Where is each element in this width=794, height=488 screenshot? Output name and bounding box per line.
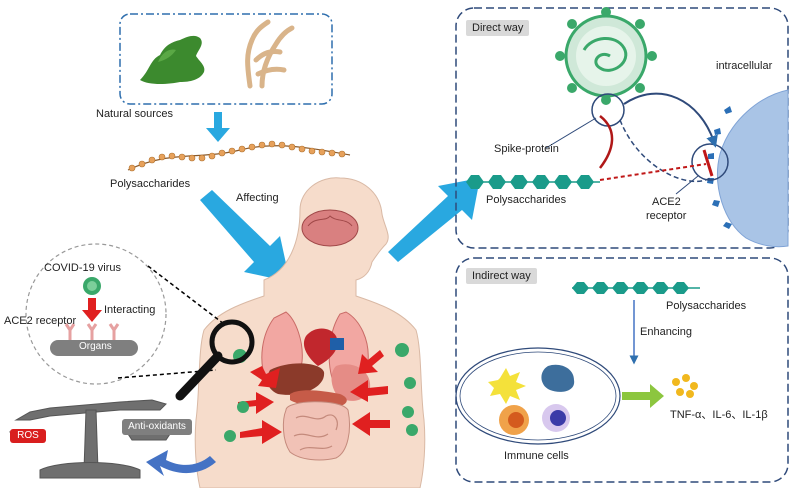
dashed-loop bbox=[619, 119, 711, 183]
inhibition-bar bbox=[702, 149, 714, 177]
intracellular-cell-icon bbox=[717, 89, 789, 248]
direct-way-tag: Direct way bbox=[466, 20, 530, 36]
green-seaweed-icon bbox=[140, 35, 205, 84]
return-arrow-icon bbox=[146, 450, 216, 476]
spike-protein-label: Spike-protein bbox=[494, 143, 559, 155]
indirect-way-tag: Indirect way bbox=[466, 268, 537, 284]
polysaccharides-label-indirect: Polysaccharides bbox=[666, 300, 747, 312]
organs-label: Organs bbox=[79, 341, 112, 352]
ros-label: ROS bbox=[10, 429, 46, 443]
receptor-label: receptor bbox=[646, 210, 687, 222]
enhancing-label: Enhancing bbox=[640, 326, 692, 338]
polysaccharides-label-direct: Polysaccharides bbox=[486, 194, 567, 206]
polysaccharide-chain-teal-indirect bbox=[572, 282, 700, 294]
liver-icon bbox=[267, 363, 325, 395]
brown-seaweed-icon bbox=[245, 19, 295, 89]
natural-sources-box bbox=[119, 13, 333, 105]
covid-virus-label: COVID-19 virus bbox=[44, 262, 122, 274]
down-arrow-icon bbox=[206, 112, 230, 142]
immune-cells-label: Immune cells bbox=[504, 450, 569, 462]
magnifier-icon bbox=[175, 319, 255, 401]
polysaccharide-chain-orange bbox=[127, 140, 351, 172]
zoom-line-bottom bbox=[117, 369, 217, 379]
spike-leader bbox=[545, 117, 597, 149]
immune-cells-ellipse bbox=[455, 347, 621, 445]
zoom-line-top bbox=[147, 265, 225, 325]
ace2-leader bbox=[675, 175, 699, 195]
inset-virus-icon bbox=[83, 277, 101, 295]
human-body-figure bbox=[194, 177, 426, 488]
organs-pill bbox=[50, 340, 138, 356]
polysaccharide-chain-teal-direct bbox=[466, 175, 600, 189]
affecting-label: Affecting bbox=[236, 192, 279, 204]
affecting-arrow-icon bbox=[200, 190, 290, 282]
immune-cells-ellipse-inner bbox=[459, 351, 617, 441]
receptor-icons bbox=[64, 323, 120, 340]
immune-cell-icons bbox=[488, 364, 575, 435]
antioxidants-label: Anti-oxidants bbox=[122, 419, 192, 435]
red-arrows bbox=[238, 350, 390, 444]
binding-arrow bbox=[623, 92, 718, 148]
inset-red-arrow-icon bbox=[82, 298, 102, 322]
cytokines-label: TNF-α、IL-6、IL-1β bbox=[670, 409, 768, 421]
heart-icon bbox=[303, 328, 338, 366]
interacting-label: Interacting bbox=[104, 304, 156, 316]
ace2-label: ACE2 bbox=[652, 196, 681, 208]
brain-icon bbox=[301, 209, 359, 247]
cytokine-dots bbox=[672, 374, 698, 398]
coronavirus-icon bbox=[555, 7, 657, 105]
virus-particles bbox=[224, 343, 418, 442]
indirect-way-panel bbox=[455, 257, 789, 483]
to-direct-arrow-icon bbox=[388, 178, 480, 262]
green-arrow-icon bbox=[622, 384, 664, 408]
inhibition-line-ace2 bbox=[599, 163, 707, 181]
ace2-receptor-label: ACE2 receptor bbox=[4, 315, 77, 327]
natural-sources-label: Natural sources bbox=[96, 108, 174, 120]
polysaccharides-label-top: Polysaccharides bbox=[110, 178, 191, 190]
inhibition-line-spike bbox=[599, 115, 614, 169]
intracellular-label: intracellular bbox=[716, 60, 773, 72]
intestines-icon bbox=[282, 401, 350, 461]
